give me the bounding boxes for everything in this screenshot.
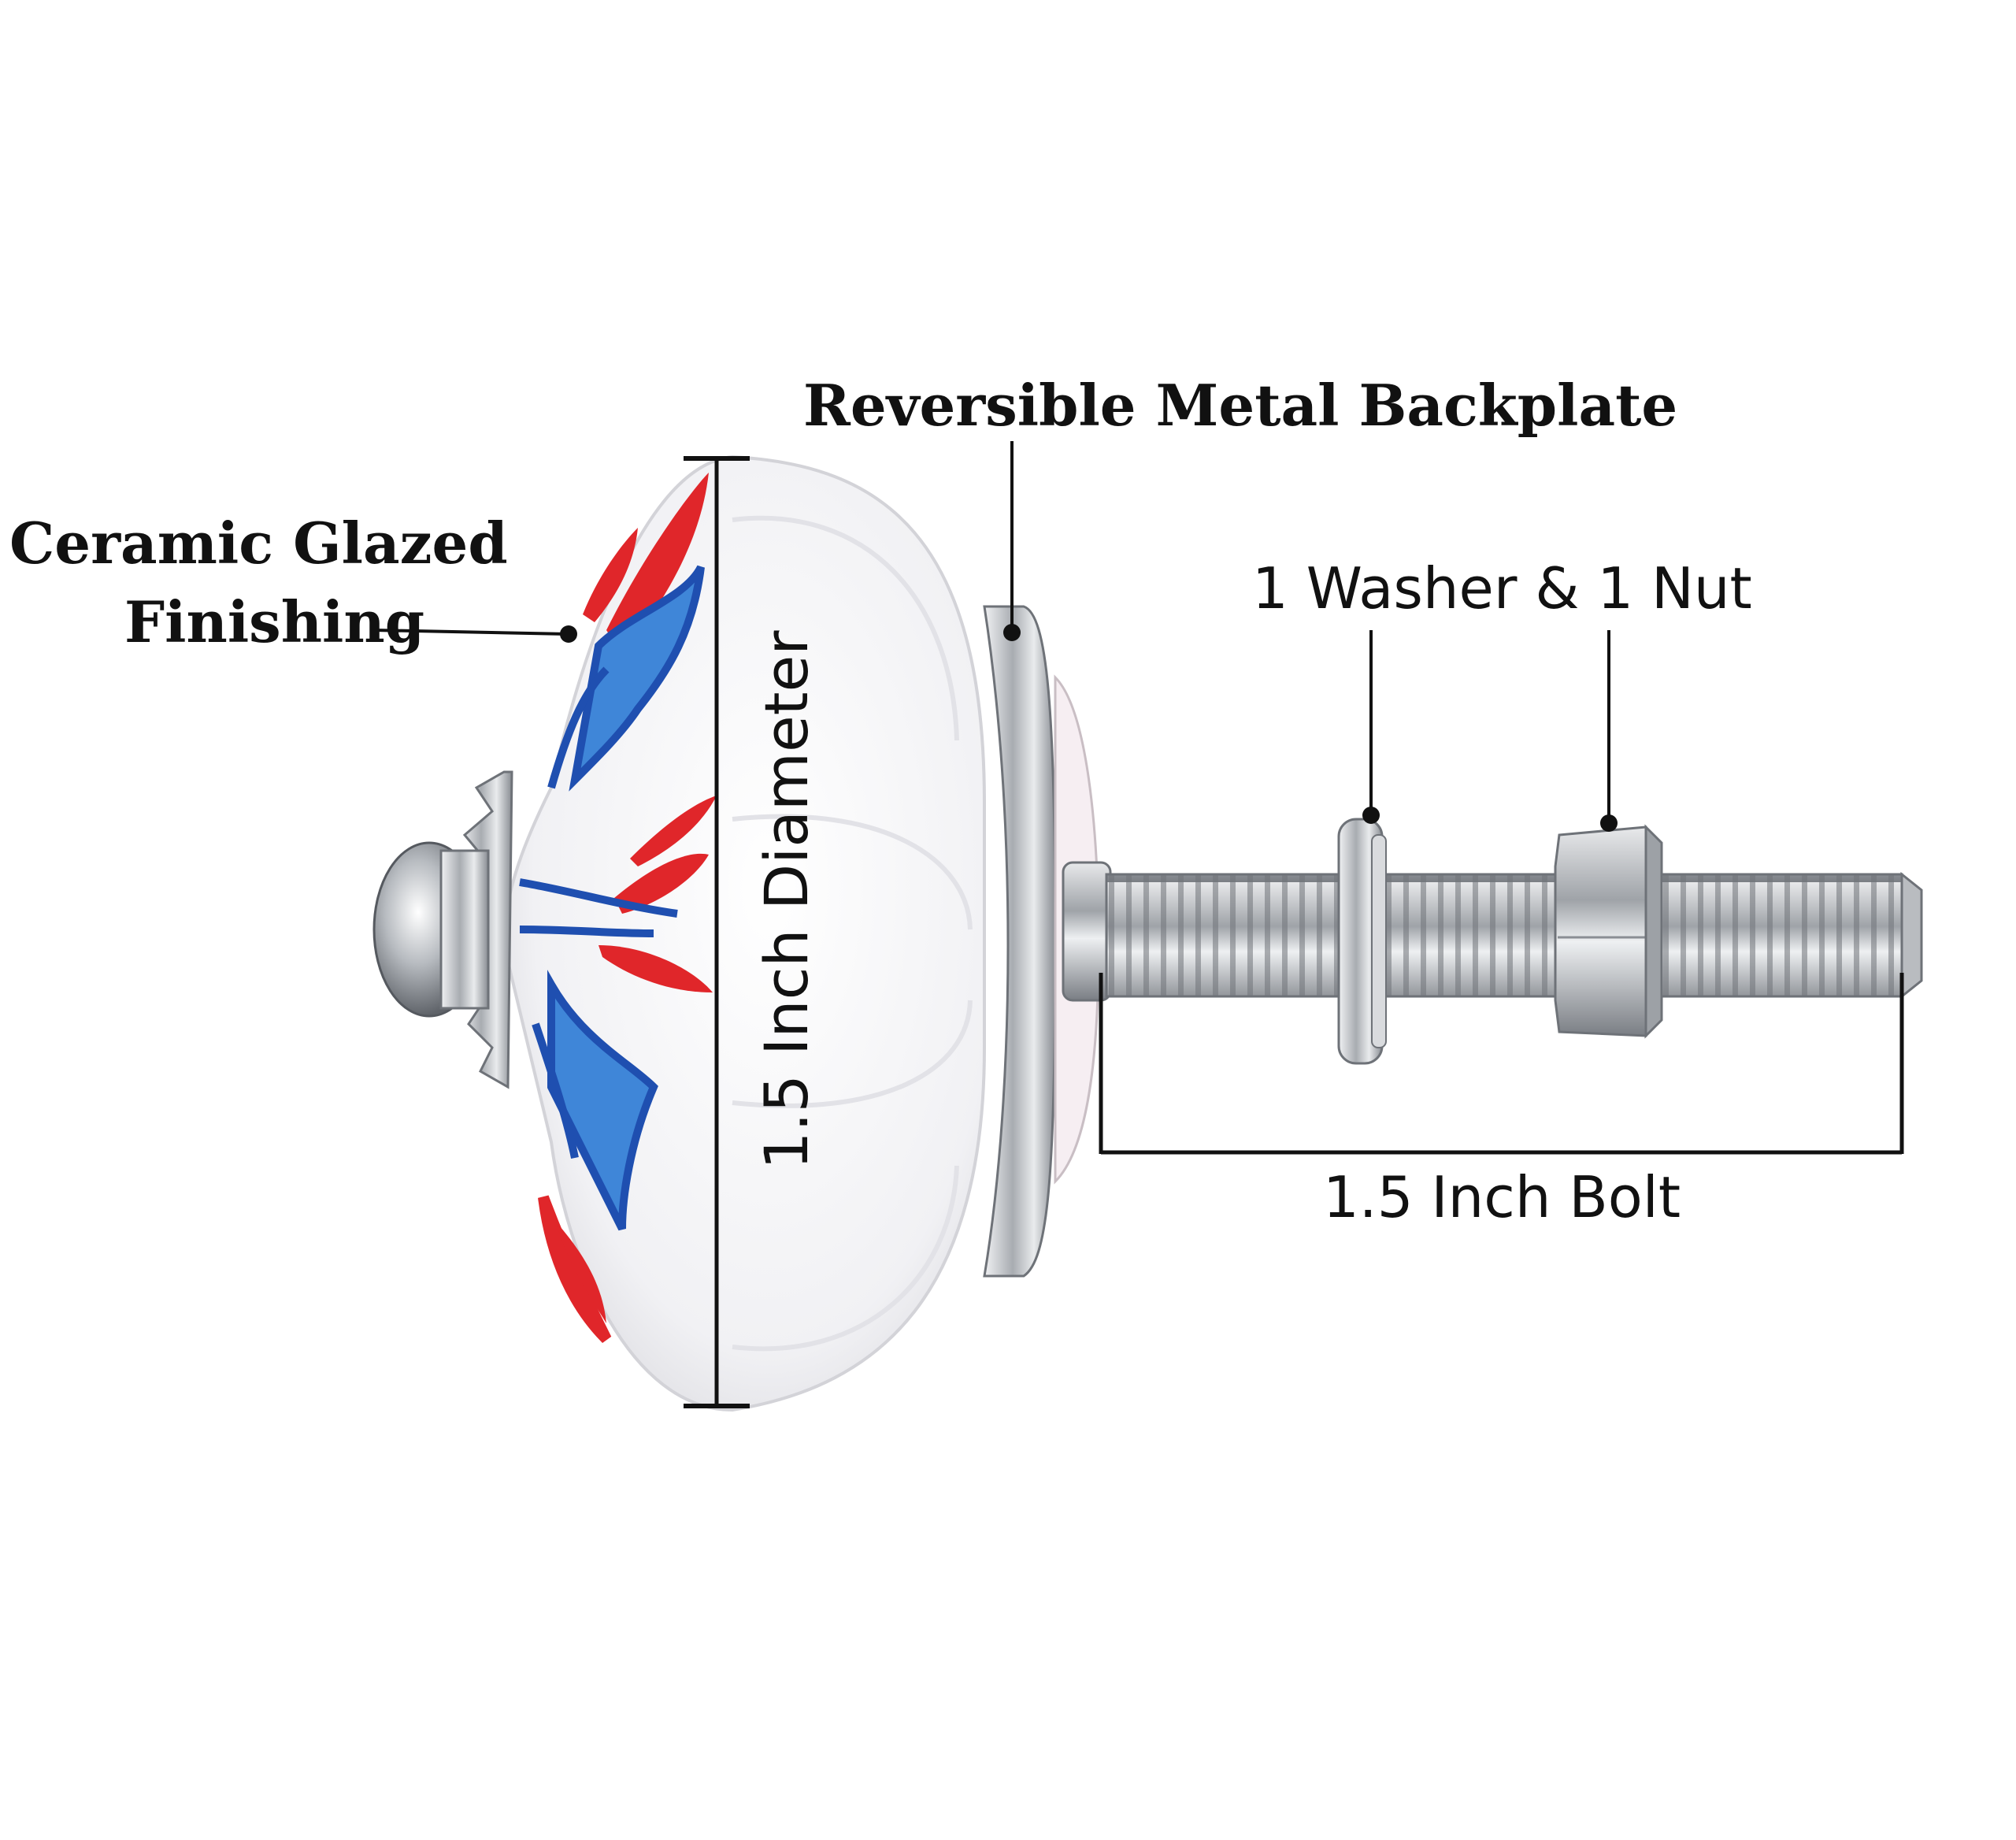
bolt-length-dimension <box>1099 973 1904 1155</box>
rosette-cap <box>372 770 513 1089</box>
washer <box>1337 818 1387 1065</box>
hex-nut <box>1554 824 1663 1039</box>
metal-backplate <box>983 605 1112 1278</box>
leader-lines <box>373 441 1618 832</box>
bolt <box>1105 871 1923 1000</box>
ceramic-label-line2: Finishing <box>124 588 424 655</box>
diameter-label: 1.5 Inch Diameter <box>751 630 821 1170</box>
diameter-dimension <box>684 456 750 1408</box>
flower-pattern <box>519 473 717 1343</box>
ceramic-label-line1: Ceramic Glazed <box>9 510 508 577</box>
bolt-length-label: 1.5 Inch Bolt <box>1323 1164 1681 1230</box>
backplate-label: Reversible Metal Backplate <box>803 372 1677 439</box>
washer-nut-label: 1 Washer & 1 Nut <box>1252 555 1752 621</box>
